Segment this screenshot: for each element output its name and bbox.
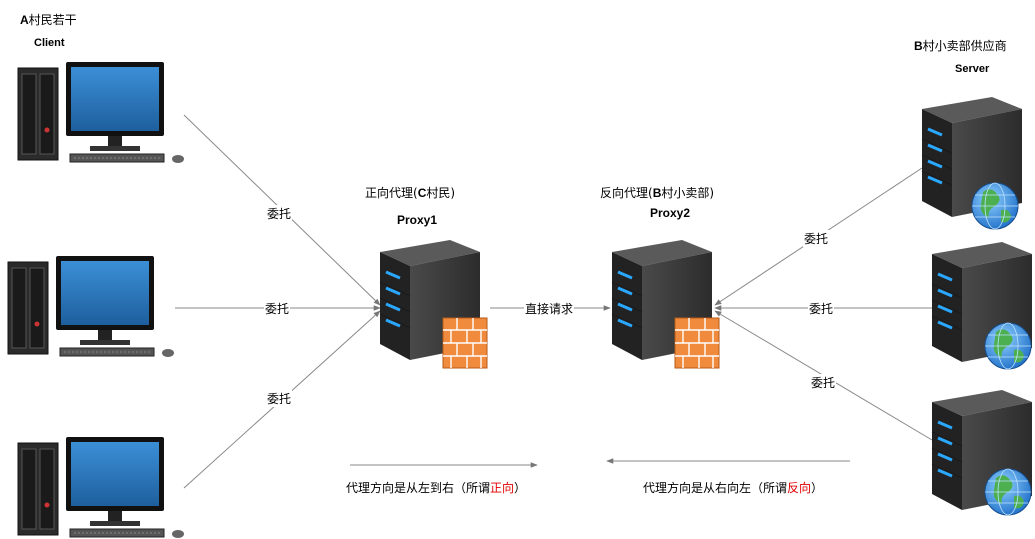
edge-label-direct: 直接请求 — [524, 300, 575, 317]
client-group-subtitle: Client — [34, 37, 65, 49]
proxy2-name: Proxy2 — [650, 206, 691, 220]
proxy1-firewall-icon — [442, 317, 488, 369]
client-group-title: A村民若干 — [20, 13, 77, 27]
server-group-title: B村小卖部供应商 — [914, 39, 1007, 53]
client-computer-1 — [17, 61, 185, 164]
edge-label-server3: 委托 — [810, 374, 837, 391]
edge-label-server1: 委托 — [803, 230, 830, 247]
client-computer-2 — [7, 255, 175, 358]
edge-label-client3: 委托 — [266, 390, 293, 407]
server-group-subtitle: Server — [955, 63, 990, 75]
proxy2-firewall-icon — [674, 317, 720, 369]
edge-label-client1: 委托 — [266, 205, 293, 222]
server-3-globe-icon — [984, 468, 1032, 516]
proxy1-name: Proxy1 — [397, 213, 438, 227]
proxy1-title: 正向代理(C村民) — [365, 186, 456, 200]
forward-direction-note: 代理方向是从左到右（所谓正向） — [346, 481, 527, 495]
client-computer-3 — [17, 436, 185, 539]
edge-label-client2: 委托 — [264, 300, 291, 317]
reverse-direction-note: 代理方向是从右向左（所谓反向） — [643, 481, 824, 495]
server-2-globe-icon — [984, 322, 1032, 370]
server-1-globe-icon — [971, 182, 1019, 230]
proxy2-title: 反向代理(B村小卖部) — [600, 186, 715, 200]
edge-label-server2: 委托 — [808, 300, 835, 317]
